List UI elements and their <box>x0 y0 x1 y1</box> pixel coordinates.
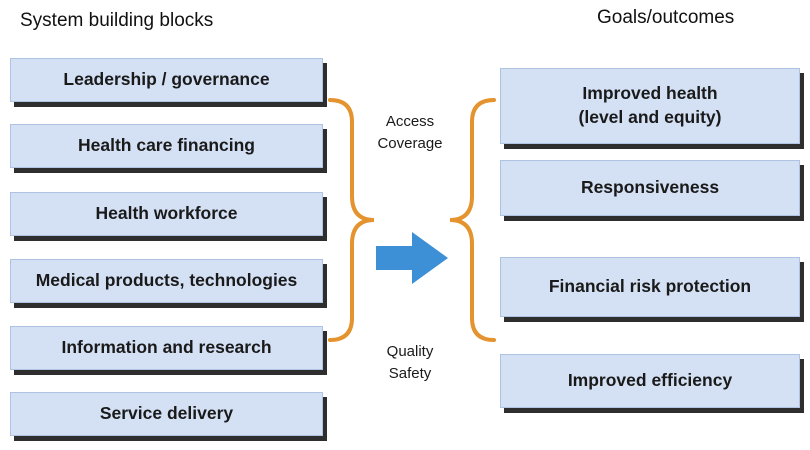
goal-responsiveness: Responsiveness <box>500 160 800 216</box>
right-heading: Goals/outcomes <box>597 7 735 28</box>
left-curly-brace <box>328 98 375 342</box>
access-coverage-label: Access Coverage <box>355 111 465 155</box>
coverage-text: Coverage <box>377 134 443 152</box>
left-heading: System building blocks <box>20 10 214 31</box>
block-label: Leadership / governance <box>63 69 270 90</box>
block-leadership-governance: Leadership / governance <box>10 58 323 102</box>
block-label: Health care financing <box>78 135 255 156</box>
goal-financial-risk-protection: Financial risk protection <box>500 257 800 317</box>
block-information-research: Information and research <box>10 326 323 370</box>
quality-safety-label: Quality Safety <box>355 341 465 385</box>
block-label: Health workforce <box>95 203 238 224</box>
goal-label-line2: (level and equity) <box>578 107 722 127</box>
right-curly-brace <box>449 98 496 342</box>
goal-label-line1: Improved health <box>582 83 718 104</box>
safety-text: Safety <box>388 364 432 382</box>
block-label: Medical products, technologies <box>35 270 298 291</box>
access-text: Access <box>385 113 435 130</box>
goal-improved-efficiency: Improved efficiency <box>500 354 800 408</box>
goal-label: Financial risk protection <box>548 276 752 297</box>
block-health-care-financing: Health care financing <box>10 124 323 168</box>
quality-text: Quality <box>386 343 434 360</box>
goal-label: Improved efficiency <box>567 370 733 391</box>
block-service-delivery: Service delivery <box>10 392 323 436</box>
block-label: Service delivery <box>99 403 234 424</box>
block-health-workforce: Health workforce <box>10 192 323 236</box>
goal-label: Responsiveness <box>580 177 720 198</box>
right-arrow-icon <box>376 232 448 284</box>
block-label: Information and research <box>61 337 272 358</box>
block-medical-products: Medical products, technologies <box>10 259 323 303</box>
goal-improved-health: Improved health (level and equity) <box>500 68 800 144</box>
